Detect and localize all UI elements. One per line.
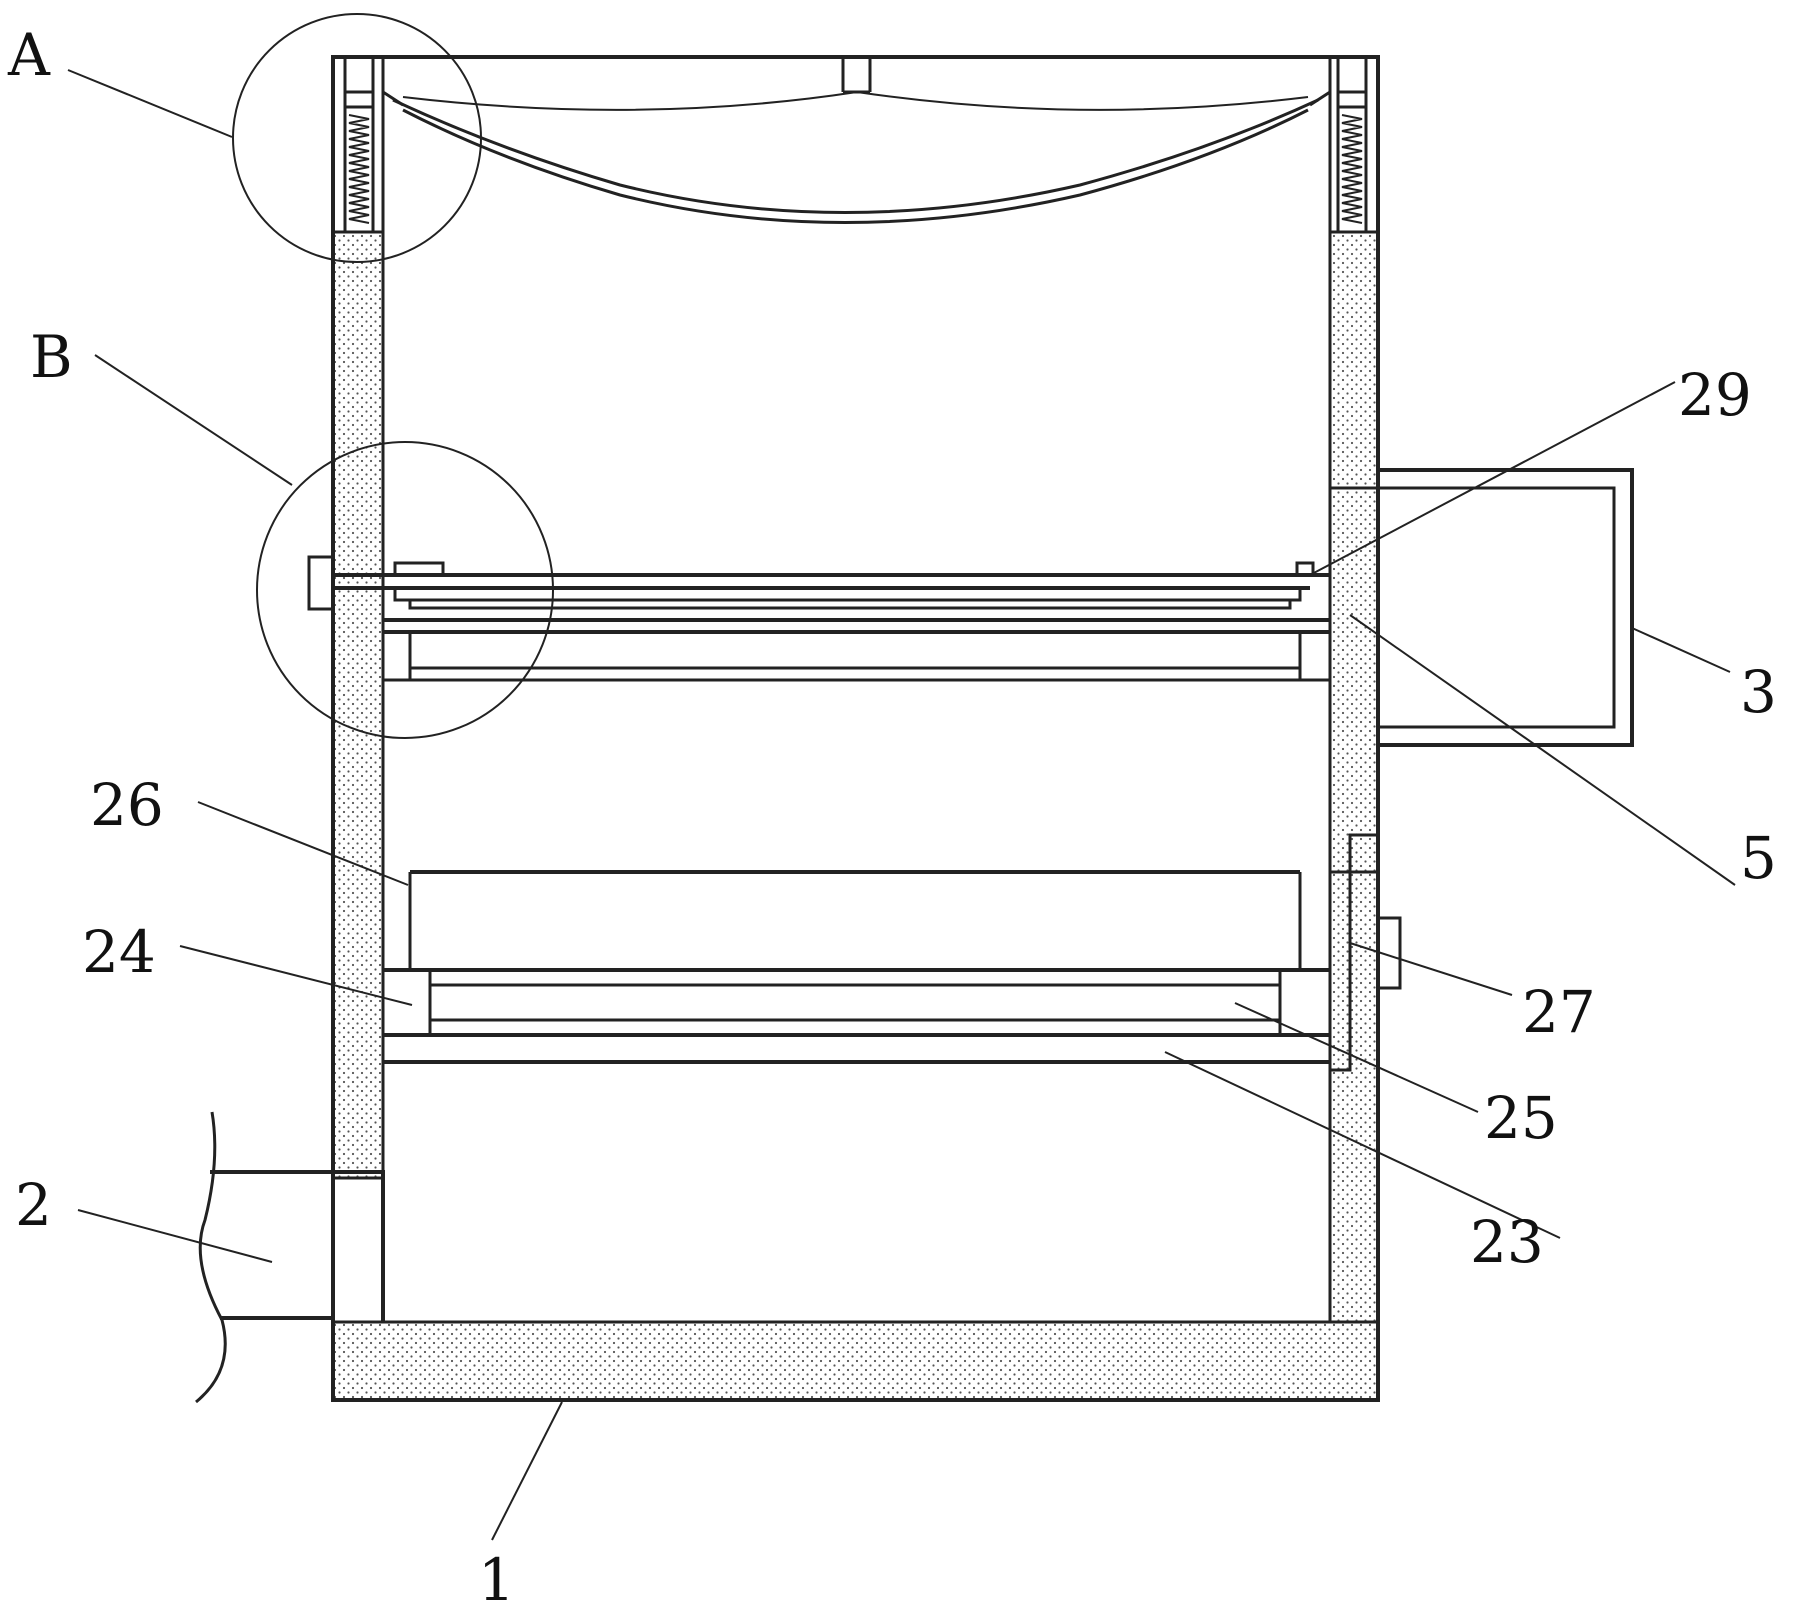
label-2: 2 xyxy=(15,1171,52,1239)
label-24: 24 xyxy=(82,918,156,986)
label-5: 5 xyxy=(1740,824,1777,892)
left-wall xyxy=(331,230,385,1180)
label-25: 25 xyxy=(1484,1084,1558,1152)
label-3: 3 xyxy=(1740,658,1777,726)
label-b: B xyxy=(30,323,73,391)
right-spring-icon xyxy=(1341,114,1363,224)
top-assembly xyxy=(343,55,1368,234)
upper-plate-assembly xyxy=(307,486,1378,682)
label-a: A xyxy=(7,21,51,89)
leader-lines xyxy=(67,69,1736,1541)
side-box xyxy=(1378,468,1634,747)
label-23: 23 xyxy=(1470,1208,1544,1276)
inlet-pipe xyxy=(195,1111,385,1404)
housing xyxy=(331,55,1380,1402)
label-27: 27 xyxy=(1522,978,1596,1046)
housing-base xyxy=(331,1320,1380,1402)
left-spring-icon xyxy=(348,114,370,224)
detail-circle-a xyxy=(232,13,482,263)
lower-drawer-assembly xyxy=(381,833,1402,1072)
labels: A B 29 3 5 26 24 27 25 23 2 1 xyxy=(7,21,1777,1610)
label-1: 1 xyxy=(478,1546,515,1610)
curved-membrane xyxy=(392,98,1319,214)
label-26: 26 xyxy=(90,771,164,839)
label-29: 29 xyxy=(1678,361,1752,429)
right-wall xyxy=(1328,230,1380,1324)
